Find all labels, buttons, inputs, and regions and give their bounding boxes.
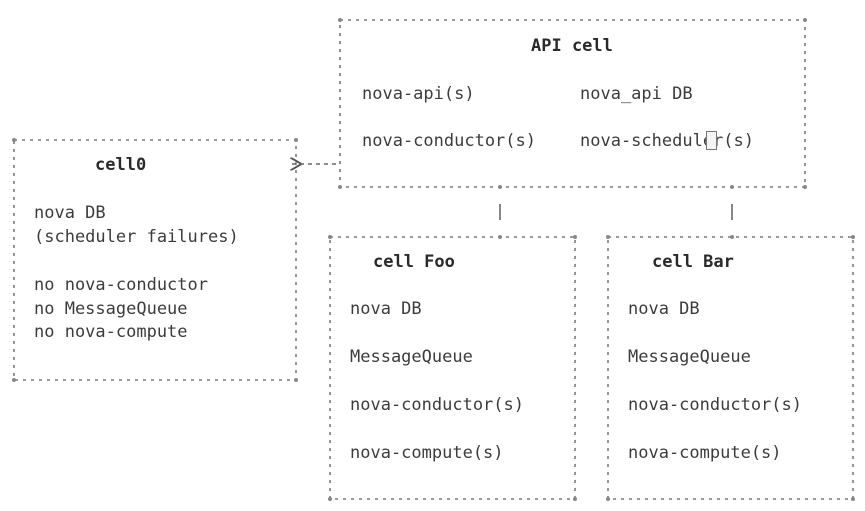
api-cell-item: nova_api DB <box>580 84 693 104</box>
cell0-title: cell0 <box>95 155 147 175</box>
cell-bar-item: nova DB <box>628 299 700 319</box>
cell-foo-title: cell Foo <box>373 252 455 272</box>
text-cursor-icon <box>706 131 717 150</box>
api-cell-item: nova-conductor(s) <box>362 131 536 151</box>
api-cell-item: nova-api(s) <box>362 84 475 104</box>
cell0-item: nova DB <box>34 203 106 223</box>
cell-foo-item: nova-conductor(s) <box>350 395 524 415</box>
cell-foo-box <box>329 236 576 500</box>
cell0-box <box>13 139 297 381</box>
cell0-item: no nova-conductor <box>34 275 208 295</box>
cell-bar-item: nova-conductor(s) <box>628 395 802 415</box>
cell0-item: no nova-compute <box>34 322 188 342</box>
cell-bar-title: cell Bar <box>652 252 734 272</box>
cell-foo-item: nova-compute(s) <box>350 443 504 463</box>
cell-foo-item: MessageQueue <box>350 347 473 367</box>
api-cell-title: API cell <box>531 36 613 56</box>
cell-bar-item: MessageQueue <box>628 347 751 367</box>
cell-bar-item: nova-compute(s) <box>628 443 782 463</box>
api-cell-item: nova-scheduler(s) <box>580 131 754 151</box>
cell0-item: (scheduler failures) <box>34 227 239 247</box>
api-cell-box <box>339 19 806 188</box>
cell-foo-item: nova DB <box>350 299 422 319</box>
cell0-item: no MessageQueue <box>34 299 188 319</box>
